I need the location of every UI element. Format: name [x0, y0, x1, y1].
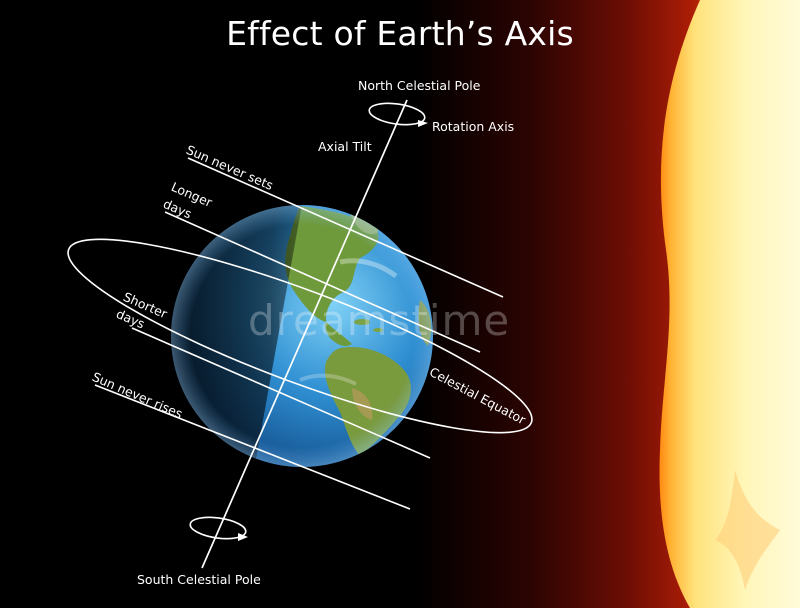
south-rotation-arrow-icon: [189, 516, 248, 541]
rotation-axis: [189, 99, 428, 569]
sun-flare: [715, 470, 780, 590]
label-north-celestial-pole: North Celestial Pole: [358, 78, 481, 93]
line-sun-never-rises: [94, 384, 411, 510]
diagram-title: Effect of Earth’s Axis: [226, 14, 574, 53]
latitude-lines: [94, 157, 504, 510]
line-shorter-days: [131, 327, 431, 459]
sun: [659, 0, 800, 608]
label-south-celestial-pole: South Celestial Pole: [137, 572, 261, 587]
line-sun-never-sets: [187, 157, 504, 298]
north-rotation-arrow-icon: [368, 102, 428, 127]
watermark: dreamstime: [248, 296, 511, 345]
label-axial-tilt: Axial Tilt: [318, 139, 372, 154]
line-longer-days: [164, 211, 481, 353]
label-rotation-axis: Rotation Axis: [432, 119, 515, 134]
